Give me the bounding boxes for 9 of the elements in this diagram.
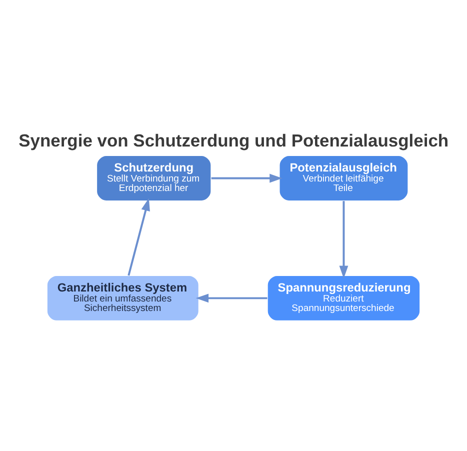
node-box: Potenzialausgleich Verbindet leitfähige Teile — [278, 155, 408, 202]
node-box: Ganzheitliches System Bildet ein umfassendes Sicherheitssystem — [46, 275, 200, 322]
arrow — [211, 174, 282, 183]
node-box: Schutzerdung Stellt Verbindung zum Erdpotenzial her — [96, 155, 212, 202]
arrow — [128, 198, 150, 276]
diagram-title: Synergie von Schutzerdung und Potenzialausgleich — [18, 130, 449, 151]
node-box: Spannungsreduzierung Reduziert Spannungsunterschiede — [267, 275, 420, 322]
arrow — [339, 201, 348, 279]
arrow — [196, 294, 268, 303]
